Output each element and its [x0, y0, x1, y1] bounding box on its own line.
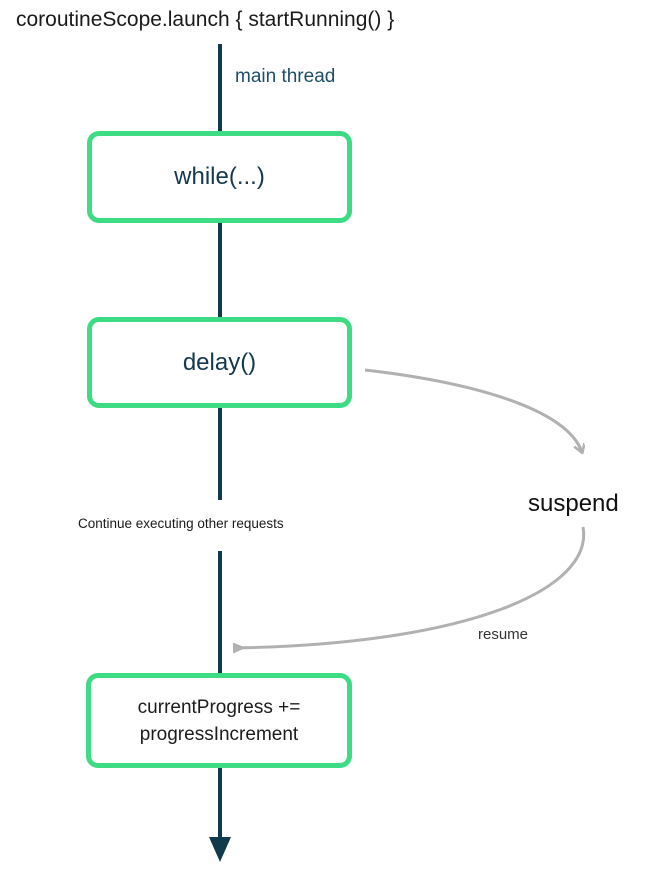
progress-increment-label-line1: currentProgress += [137, 696, 301, 718]
delay-box: delay() [87, 317, 352, 408]
timeline-arrowhead-icon [209, 837, 231, 862]
main-thread-label: main thread [235, 66, 336, 87]
while-loop-box: while(...) [87, 131, 352, 223]
resume-label: resume [478, 626, 529, 643]
suspend-label: suspend [528, 490, 619, 517]
continue-executing-label: Continue executing other requests [78, 516, 284, 531]
suspend-arrow [364, 368, 582, 452]
launch-code-label: coroutineScope.launch { startRunning() } [16, 8, 395, 31]
progress-increment-label-line2: progressIncrement [139, 723, 299, 745]
progress-increment-box: currentProgress += progressIncrement [86, 673, 352, 768]
delay-label: delay() [182, 348, 257, 376]
resume-arrow [232, 526, 586, 654]
while-loop-label: while(...) [174, 163, 265, 190]
